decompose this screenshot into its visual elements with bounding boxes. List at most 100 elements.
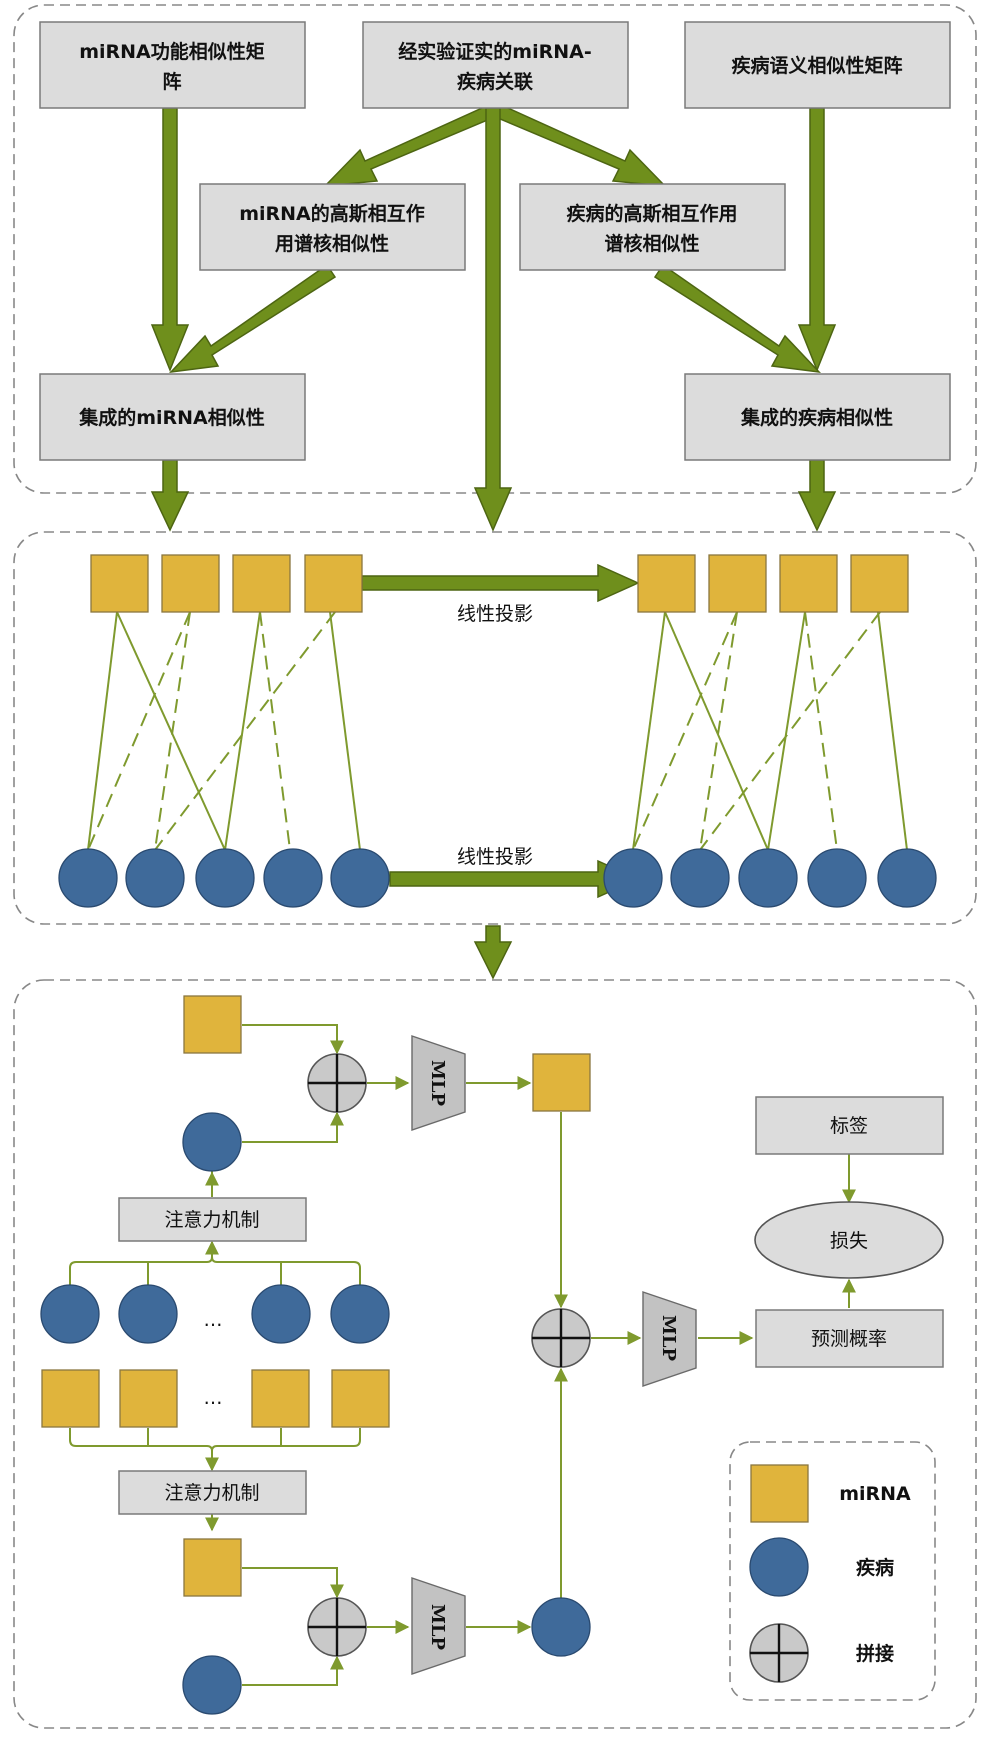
disease-node: [40, 1284, 100, 1344]
right-bipartite-edges: [632, 611, 908, 851]
disease-node: [670, 848, 730, 908]
disease-nodes-right: [603, 848, 937, 908]
arrow-integrated-disease-down: [797, 459, 837, 532]
disease-node: [738, 848, 798, 908]
arrow-verified-to-disease-gip: [491, 103, 667, 187]
legend-frame: [729, 1441, 936, 1701]
loss-label: 损失: [830, 1230, 868, 1252]
verified-assoc-box: 经实验证实的miRNA- 疾病关联: [362, 21, 629, 109]
disease-node: [251, 1284, 311, 1344]
disease-node: [58, 848, 118, 908]
ellipsis-mirna-row: …: [204, 1387, 223, 1409]
integrated-mirna-label: 集成的miRNA相似性: [78, 406, 265, 429]
mirna-gip-line1: miRNA的高斯相互作: [239, 202, 425, 225]
legend-concat-label: 拼接: [856, 1642, 894, 1665]
mirna-func-sim-line2: 阵: [162, 70, 181, 93]
projection-label-top: 线性投影: [457, 603, 533, 625]
bracket-disease-legs: [147, 1262, 282, 1285]
mirna-node-row: [41, 1369, 390, 1428]
attention-label-bottom: 注意力机制: [164, 1482, 259, 1504]
verified-assoc-line1: 经实验证实的miRNA-: [398, 40, 591, 63]
disease-node: [263, 848, 323, 908]
mirna-nodes-right: [637, 554, 909, 613]
mirna-node-upper: [183, 995, 242, 1054]
disease-sem-sim-label: 疾病语义相似性矩阵: [731, 54, 902, 77]
mirna-func-sim-line1: miRNA功能相似性矩: [79, 40, 265, 63]
bracket-disease-to-attention: [69, 1256, 361, 1285]
loss-ellipse: 损失: [754, 1201, 944, 1279]
disease-node-upper: [182, 1112, 242, 1172]
legend-mirna-label: miRNA: [839, 1483, 911, 1505]
arrow-verified-down: [473, 107, 513, 532]
mirna-node: [119, 1369, 178, 1428]
disease-node: [603, 848, 663, 908]
mirna-gip-line2: 用谱核相似性: [275, 232, 389, 255]
concat-symbol-final: [531, 1308, 591, 1368]
concat-symbol-top: [307, 1053, 367, 1113]
disease-node: [330, 848, 390, 908]
arrow-func-to-integrated: [150, 107, 190, 373]
mirna-node: [41, 1369, 100, 1428]
prediction-group-frame: [13, 979, 977, 1729]
mirna-node: [161, 554, 220, 613]
disease-gip-box: 疾病的高斯相互作用 谱核相似性: [519, 183, 786, 271]
projection-label-bottom: 线性投影: [457, 846, 533, 868]
disease-embedding-node: [531, 1597, 591, 1657]
mlp-label-bottom: MLP: [427, 1604, 448, 1651]
mlp-label-final: MLP: [658, 1315, 679, 1362]
legend-mirna: miRNA: [750, 1464, 911, 1523]
mirna-gip-box: miRNA的高斯相互作 用谱核相似性: [199, 183, 466, 271]
attention-box-top: 注意力机制: [118, 1197, 307, 1242]
mirna-node: [232, 554, 291, 613]
arrow-integrated-mirna-down: [150, 459, 190, 532]
left-bipartite-edges: [87, 611, 361, 851]
disease-gip-line2: 谱核相似性: [604, 232, 699, 255]
prediction-label: 预测概率: [811, 1328, 887, 1350]
disease-node: [195, 848, 255, 908]
disease-node: [125, 848, 185, 908]
mirna-func-sim-box: miRNA功能相似性矩 阵: [39, 21, 306, 109]
mlp-block-bottom: MLP: [411, 1577, 466, 1675]
edge-mirna-to-concat-top: [242, 1024, 344, 1055]
mirna-node-lower: [183, 1538, 242, 1597]
mirna-node: [251, 1369, 310, 1428]
disease-sem-sim-box: 疾病语义相似性矩阵: [684, 21, 951, 109]
bracket-mirna-legs: [147, 1428, 282, 1446]
attention-box-bottom: 注意力机制: [118, 1470, 307, 1515]
disease-node-lower: [182, 1655, 242, 1715]
verified-assoc-line2: 疾病关联: [457, 70, 533, 93]
legend-disease-swatch: [749, 1537, 809, 1597]
disease-node: [330, 1284, 390, 1344]
disease-node: [807, 848, 867, 908]
mirna-node: [850, 554, 909, 613]
disease-node-row: [40, 1284, 390, 1344]
arrow-projection-to-prediction: [473, 925, 513, 980]
concat-symbol-bottom: [307, 1597, 367, 1657]
mirna-node: [304, 554, 363, 613]
label-box: 标签: [755, 1096, 944, 1155]
mlp-label-top: MLP: [427, 1060, 448, 1107]
projection-group-frame: [13, 531, 977, 925]
mirna-node: [331, 1369, 390, 1428]
arrow-mirna-gip-to-integrated: [169, 263, 337, 374]
prediction-box: 预测概率: [755, 1309, 944, 1368]
arrow-sem-to-integrated: [797, 107, 837, 373]
disease-node: [118, 1284, 178, 1344]
integrated-mirna-box: 集成的miRNA相似性: [39, 373, 306, 461]
legend-disease: 疾病: [749, 1537, 894, 1597]
mirna-node: [90, 554, 149, 613]
mirna-node: [779, 554, 838, 613]
disease-nodes-left: [58, 848, 390, 908]
integrated-disease-label: 集成的疾病相似性: [740, 406, 893, 429]
bracket-mirna-to-attention: [69, 1428, 361, 1452]
edge-disease-to-concat-bottom: [242, 1655, 344, 1686]
legend-mirna-swatch: [750, 1464, 809, 1523]
edge-mirna-to-concat-bottom: [242, 1567, 344, 1599]
mirna-embedding-node: [532, 1053, 591, 1112]
integrated-disease-box: 集成的疾病相似性: [684, 373, 951, 461]
mirna-node: [708, 554, 767, 613]
mlp-block-final: MLP: [642, 1291, 697, 1387]
ellipsis-disease-row: …: [204, 1309, 223, 1331]
mlp-block-top: MLP: [411, 1035, 466, 1131]
